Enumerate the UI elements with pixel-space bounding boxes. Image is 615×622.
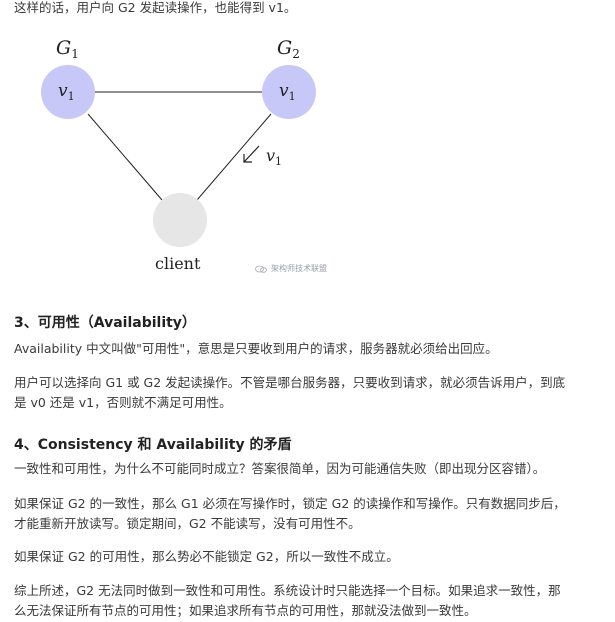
node-client [153,193,207,247]
cap-diagram: G1 G2 v1 v1 v1 client [41,37,316,273]
conflict-paragraph-4-line-1: 综上所述，G2 无法同时做到一致性和可用性。系统设计时只能选择一个目标。如果追求… [14,583,561,598]
g2-value: v1 [279,81,296,103]
section-heading-availability: 3、可用性（Availability） [14,315,196,331]
g2-client-link [196,113,272,201]
arrow-label: v1 [266,146,282,168]
conflict-paragraph-4-line-2: 么无法保证所有节点的可用性；如果追求所有节点的可用性，那就没法做到一致性。 [14,603,477,618]
conflict-paragraph-1: 一致性和可用性，为什么不可能同时成立？答案很简单，因为可能通信失败（即出现分区容… [14,461,546,476]
g1-value: v1 [58,81,75,103]
availability-paragraph-2-line-1: 用户可以选择向 G1 或 G2 发起读操作。不管是哪台服务器，只要收到请求，就必… [14,375,566,390]
conflict-paragraph-3: 如果保证 G2 的可用性，那么势必不能锁定 G2，所以一致性不成立。 [14,549,399,564]
wechat-icon [255,265,267,273]
section-heading-conflict: 4、Consistency 和 Availability 的矛盾 [14,437,292,453]
conflict-paragraph-2-line-2: 才能重新开放读写。锁定期间，G2 不能读写，没有可用性不。 [14,516,361,531]
return-arrow-icon [243,145,260,163]
watermark-text: 架构师技术联盟 [271,264,327,273]
availability-paragraph-2-line-2: 是 v0 还是 v1，否则就不满足可用性。 [14,395,232,410]
watermark: 架构师技术联盟 [255,263,327,274]
g1-label: G1 [56,37,79,61]
g1-client-link [87,113,163,201]
intro-paragraph: 这样的话，用户向 G2 发起读操作，也能得到 v1。 [14,0,297,15]
node-g1 [41,65,95,119]
node-g2 [262,65,316,119]
client-label: client [155,254,201,273]
conflict-paragraph-2-line-1: 如果保证 G2 的一致性，那么 G1 必须在写操作时，锁定 G2 的读操作和写操… [14,496,566,511]
g2-label: G2 [277,37,300,61]
availability-paragraph-1: Availability 中文叫做"可用性"，意思是只要收到用户的请求，服务器就… [14,341,498,356]
